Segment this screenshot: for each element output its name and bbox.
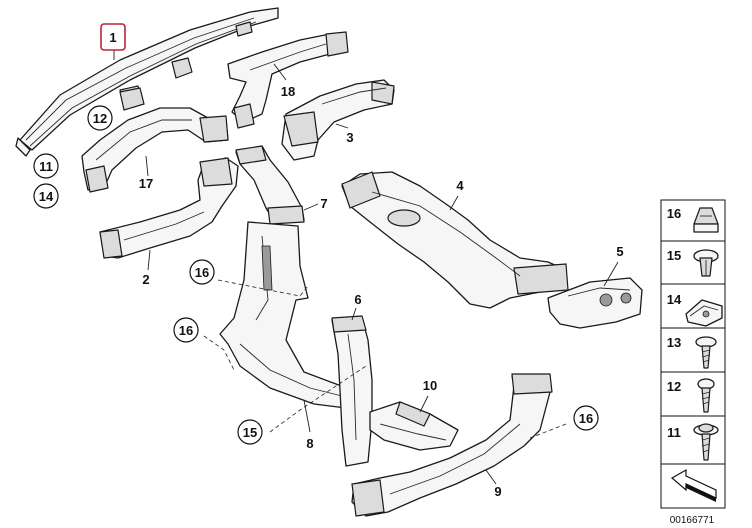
callout-3[interactable]: 3 [346, 130, 353, 145]
svg-text:11: 11 [39, 159, 53, 174]
clip-nut-icon [685, 299, 723, 327]
callout-1[interactable]: 1 [100, 23, 126, 51]
part-8-support[interactable] [219, 221, 359, 409]
part-2-duct[interactable] [99, 157, 239, 259]
callout-2[interactable]: 2 [142, 272, 149, 287]
screw-icon [695, 336, 717, 369]
svg-text:12: 12 [93, 111, 107, 126]
svg-text:12: 12 [667, 379, 681, 394]
part-6-duct[interactable] [331, 315, 373, 467]
screw-icon-2 [697, 378, 715, 413]
arrow-icon [670, 468, 717, 502]
callout-17[interactable]: 17 [139, 176, 153, 191]
part-3-duct[interactable] [281, 79, 395, 161]
part-12-vent[interactable] [119, 87, 145, 111]
svg-text:14: 14 [39, 189, 54, 204]
part-18-duct[interactable] [227, 31, 349, 129]
part-9-duct[interactable] [351, 373, 553, 517]
callout-10[interactable]: 10 [423, 378, 437, 393]
callout-12[interactable]: 12 [87, 105, 113, 131]
callout-8[interactable]: 8 [306, 436, 313, 451]
svg-text:14: 14 [667, 292, 682, 307]
callout-16b[interactable]: 16 [173, 317, 199, 343]
part-4-duct[interactable] [341, 171, 569, 309]
sidebar-item-11[interactable]: 11 [660, 415, 726, 465]
svg-text:11: 11 [667, 425, 681, 440]
callout-4[interactable]: 4 [456, 178, 464, 193]
sidebar-item-16[interactable]: 16 [660, 199, 726, 242]
callout-7[interactable]: 7 [320, 196, 327, 211]
orientation-box [660, 463, 726, 509]
callout-15[interactable]: 15 [237, 419, 263, 445]
callout-14[interactable]: 14 [33, 183, 59, 209]
svg-text:16: 16 [179, 323, 193, 338]
sidebar-item-13[interactable]: 13 [660, 327, 726, 373]
sidebar-parts-legend: 16 15 14 [660, 199, 726, 509]
svg-text:16: 16 [579, 411, 593, 426]
part-7-duct[interactable] [235, 145, 305, 225]
svg-text:16: 16 [667, 206, 681, 221]
callout-11[interactable]: 11 [33, 153, 59, 179]
callout-6[interactable]: 6 [354, 292, 361, 307]
svg-text:15: 15 [243, 425, 257, 440]
callout-9[interactable]: 9 [494, 484, 501, 499]
callout-1-text: 1 [109, 30, 116, 45]
callout-18[interactable]: 18 [281, 84, 295, 99]
callout-16c[interactable]: 16 [573, 405, 599, 431]
part-17-duct[interactable] [81, 107, 229, 193]
washer-screw-icon [693, 423, 719, 461]
rivet-icon [693, 249, 719, 277]
svg-text:15: 15 [667, 248, 681, 263]
svg-text:16: 16 [195, 265, 209, 280]
sidebar-item-14[interactable]: 14 [660, 283, 726, 329]
sidebar-item-12[interactable]: 12 [660, 371, 726, 417]
cap-nut-icon [693, 207, 719, 233]
part-1-duct-strip[interactable] [15, 7, 279, 157]
diagram-id: 00166771 [670, 515, 715, 526]
sidebar-item-15[interactable]: 15 [660, 240, 726, 285]
svg-text:13: 13 [667, 335, 681, 350]
part-10-channel[interactable] [369, 401, 459, 451]
callout-5[interactable]: 5 [616, 244, 623, 259]
part-5-bracket[interactable] [547, 277, 643, 329]
leader-lines [113, 48, 619, 485]
callout-16a[interactable]: 16 [189, 259, 215, 285]
